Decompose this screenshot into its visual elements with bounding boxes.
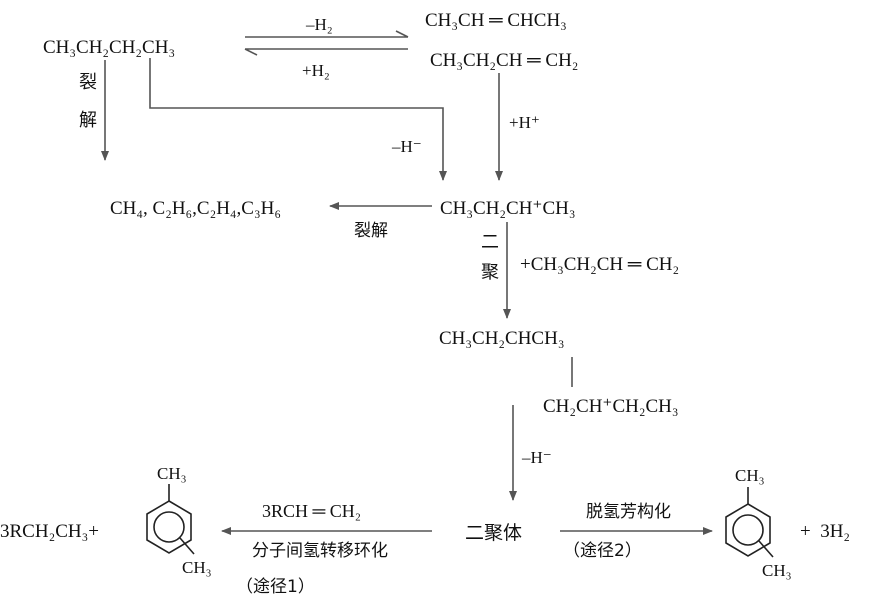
route2-process: 脱氢芳构化 (586, 502, 671, 522)
minus-h-minus-label-2: –H⁻ (521, 448, 552, 467)
dimer-cation-top: CH₃CH₂CHCH₃ (439, 328, 564, 349)
but-1-ene: CH₃CH₂CH ═ CH₂ (430, 50, 578, 71)
plus-h2-label: +H₂ (302, 61, 330, 80)
dimer: 二聚体 (465, 522, 522, 544)
carbocation: CH₃CH₂CH⁺CH₃ (440, 198, 575, 219)
dimer-cation-bottom: CH₂CH⁺CH₂CH₃ (543, 396, 678, 417)
route1-label: （途径1） (236, 577, 315, 597)
butane: CH₃CH₂CH₂CH₃ (43, 37, 175, 58)
dimerize-label-1: 二 (481, 232, 499, 253)
ring-left-ch3-top: CH₃ (157, 464, 187, 483)
crack-label-left-2: 解 (79, 110, 97, 131)
route1-reagent: 3RCH ═ CH₂ (262, 501, 361, 521)
crack-label-left-1: 裂 (79, 72, 97, 93)
hydrogenation-arrow (244, 48, 408, 56)
minus-h-minus-label: –H⁻ (391, 137, 422, 156)
dimerize-label-2: 聚 (481, 262, 499, 283)
plus-butene: +CH₃CH₂CH ═ CH₂ (520, 254, 679, 275)
minus-h2-label: –H₂ (305, 15, 333, 34)
ring-right-ch3-bottom: CH₃ (762, 561, 792, 580)
crack-label-bottom: 裂解 (354, 221, 388, 241)
but-2-ene: CH₃CH ═ CHCH₃ (425, 10, 567, 31)
plus-3h2: + 3H₂ (800, 521, 850, 542)
xylene-ring-right (725, 487, 774, 558)
xylene-ring-left (146, 484, 195, 555)
ring-left-ch3-bottom: CH₃ (182, 558, 212, 577)
route2-label: （途径2） (563, 541, 642, 561)
cracking-products: CH₄, C₂H₆,C₂H₄,C₃H₆ (110, 198, 281, 219)
dehydrogenation-arrow (245, 30, 409, 38)
route1-product: 3RCH₂CH₃+ (0, 521, 99, 542)
route1-process: 分子间氢转移环化 (252, 541, 388, 561)
plus-h-plus-label: +H⁺ (509, 113, 540, 132)
hydride-abstraction-arrow (149, 58, 447, 181)
ring-right-ch3-top: CH₃ (735, 466, 765, 485)
